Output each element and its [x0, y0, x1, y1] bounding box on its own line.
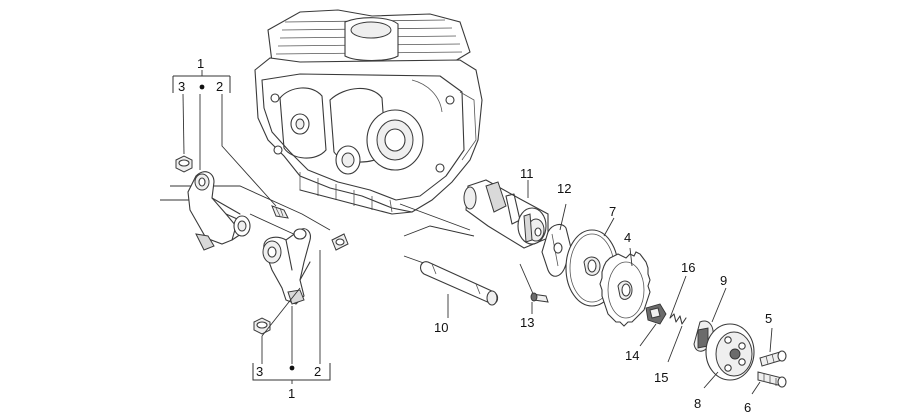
rocker-arm-right — [262, 228, 311, 305]
camshaft — [463, 179, 549, 249]
decompressor-plate — [541, 223, 573, 277]
label-1-bottom: 1 — [288, 386, 295, 401]
kit-bracket-top — [172, 70, 231, 93]
label-9: 9 — [720, 273, 727, 288]
label-12: 12 — [557, 181, 571, 196]
label-3-top: 3 — [178, 79, 185, 94]
rocker-shaft — [419, 261, 499, 306]
label-14: 14 — [625, 348, 639, 363]
label-2-bottom: 2 — [314, 364, 321, 379]
label-4: 4 — [624, 230, 631, 245]
kit-bracket-bottom — [252, 363, 331, 384]
label-11: 11 — [520, 166, 534, 181]
adjuster-screw-top — [271, 205, 289, 219]
adjuster-nut-top — [175, 155, 193, 173]
plate-screw — [530, 292, 549, 303]
label-10: 10 — [434, 320, 448, 335]
kit-dot-bottom — [289, 365, 295, 371]
adjuster-nut-bottom — [253, 317, 271, 335]
bolt-5 — [759, 350, 787, 367]
bolt-6 — [757, 371, 787, 388]
rocker-arm-left — [187, 171, 251, 251]
label-2-top: 2 — [216, 79, 223, 94]
label-6: 6 — [744, 400, 751, 413]
label-15: 15 — [654, 370, 668, 385]
adjuster-screw-middle — [331, 233, 349, 251]
label-16: 16 — [681, 260, 695, 275]
label-13: 13 — [520, 315, 534, 330]
cylinder-head — [254, 9, 483, 215]
label-5: 5 — [765, 311, 772, 326]
kit-dot-top — [199, 84, 205, 90]
label-8: 8 — [694, 396, 701, 411]
decompressor-pawl — [645, 303, 667, 325]
return-spring — [669, 313, 687, 325]
centrifugal-disc — [705, 323, 755, 381]
cam-sprocket — [599, 251, 651, 327]
label-3-bottom: 3 — [256, 364, 263, 379]
label-7: 7 — [609, 204, 616, 219]
label-1-top: 1 — [197, 56, 204, 71]
